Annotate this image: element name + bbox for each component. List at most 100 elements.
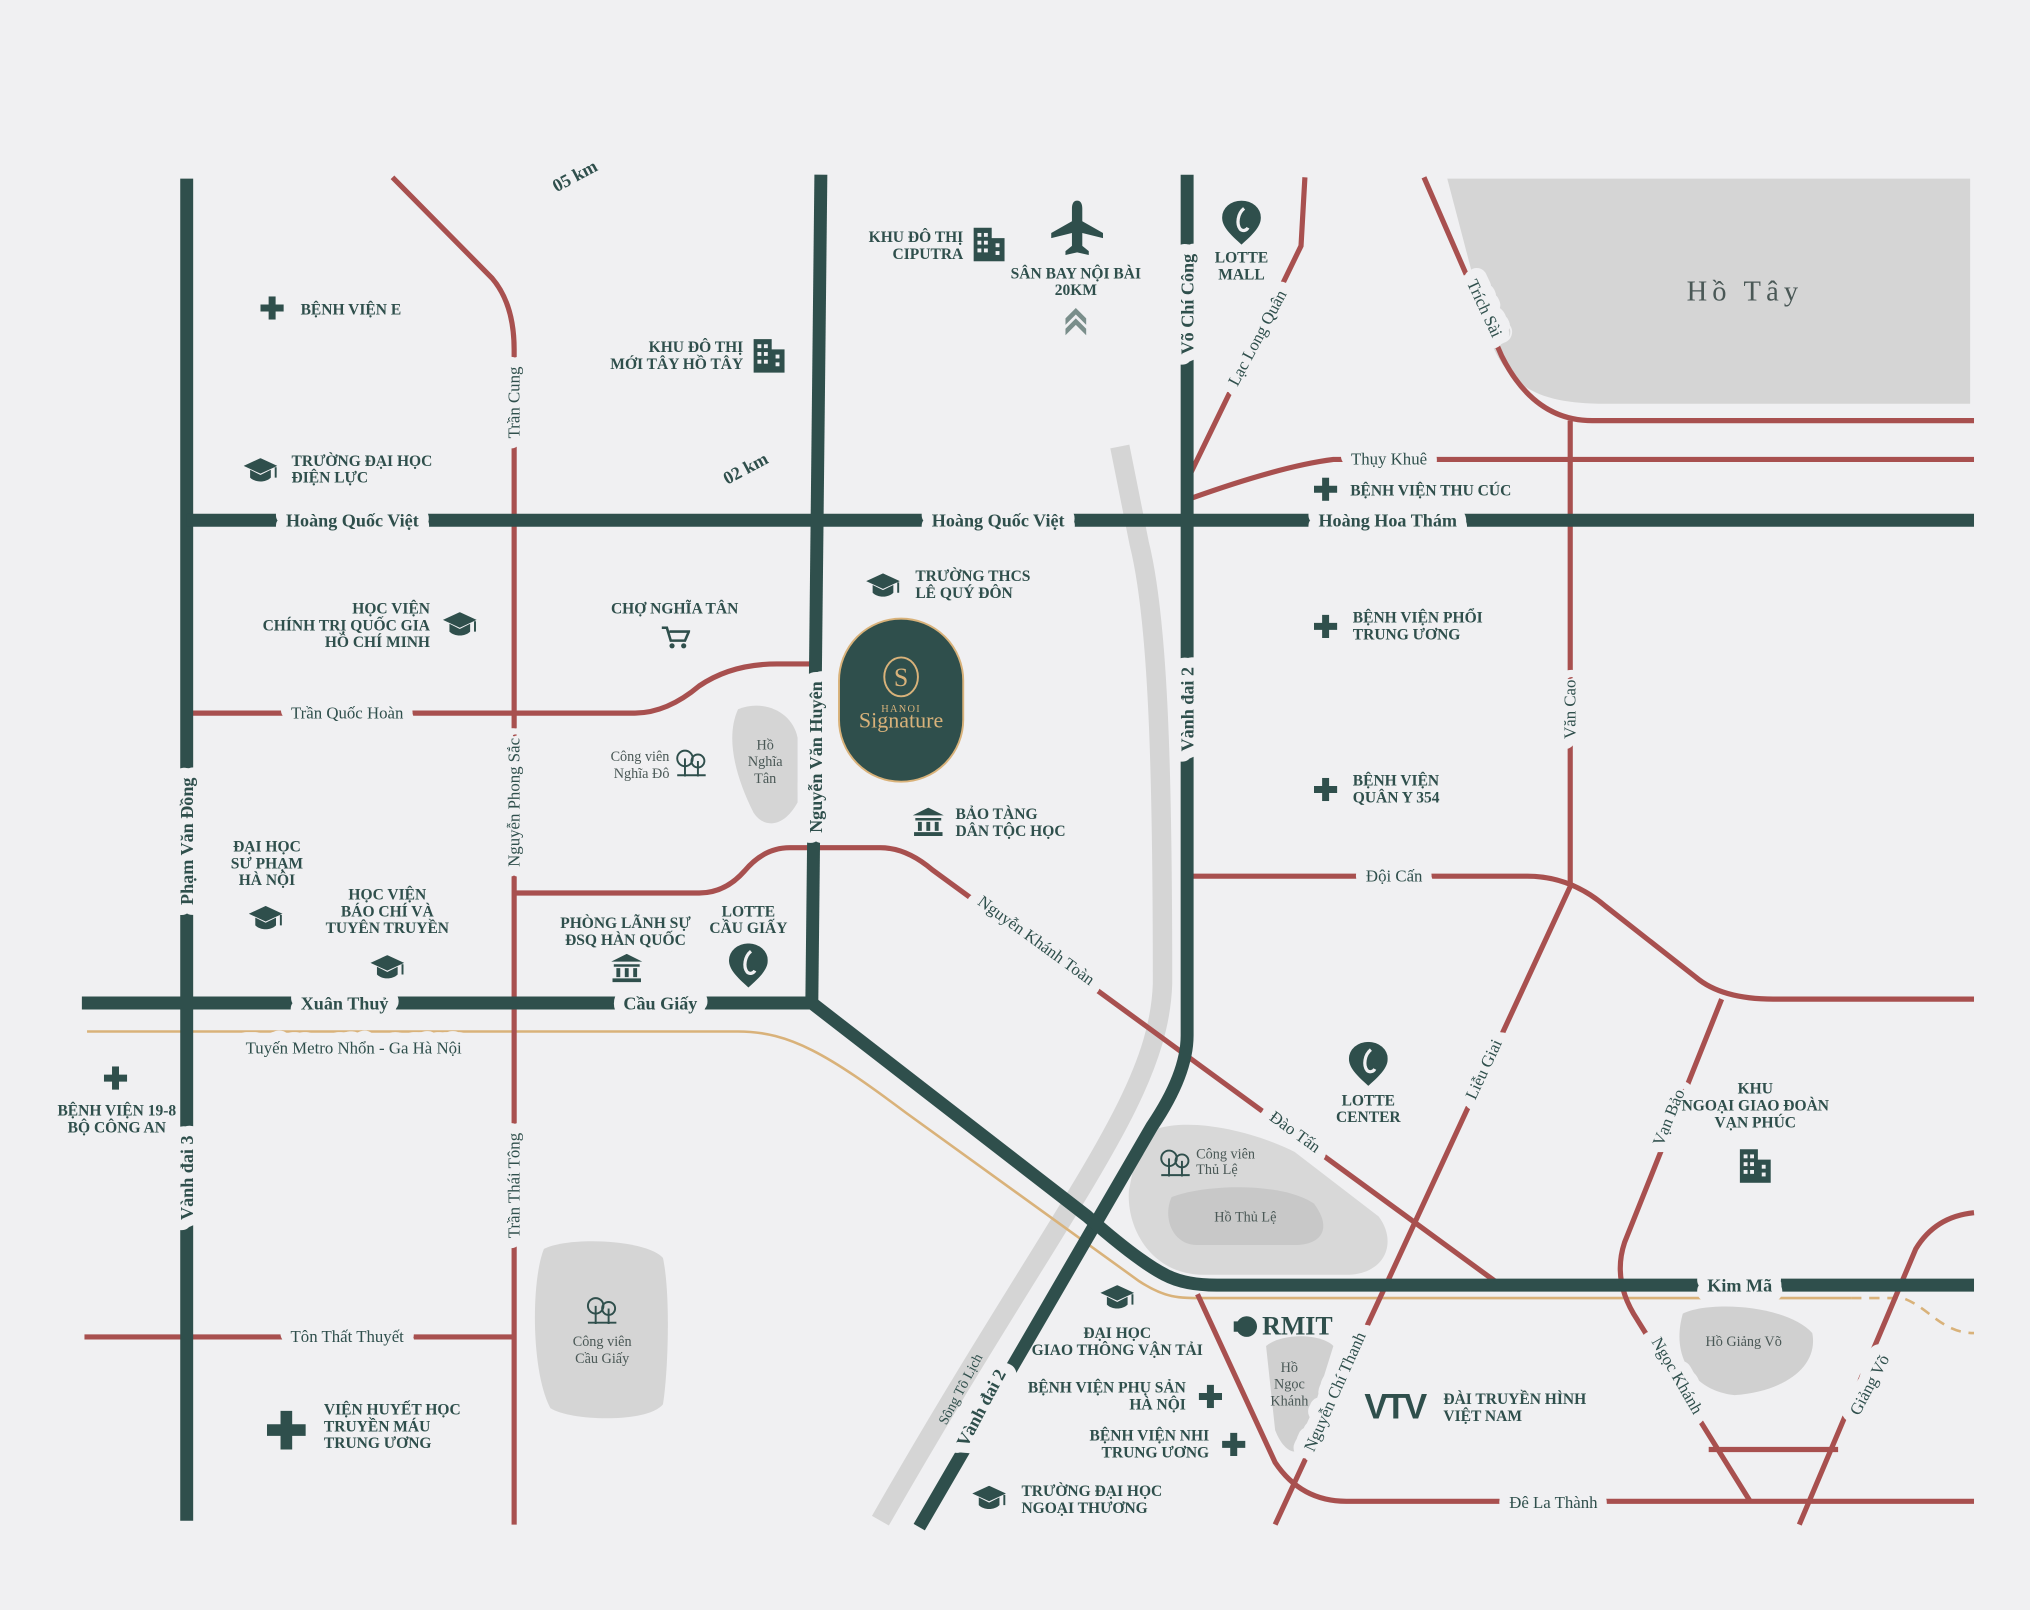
road-hoang-hoa-tham: Hoàng Hoa Thám: [1318, 511, 1457, 531]
project-logo-icon: S: [883, 656, 919, 698]
lake-ho-nghia-tan[interactable]: [732, 705, 798, 824]
project-brand-small: HANOI: [881, 704, 921, 715]
poi-lotte-cau-giay: LOTTE: [722, 903, 775, 920]
map-icons: [103, 200, 1771, 1510]
road-ton-that-thuyet: Tôn Thất Thuyết: [291, 1327, 405, 1346]
poi-lanh-su: PHÒNG LÃNH SỰ: [560, 914, 691, 932]
chevron-up-icon: [1065, 308, 1087, 336]
label-ho-ngoc-khanh: Hồ: [1281, 1360, 1298, 1376]
poi-phu-san: BỆNH VIỆN PHỤ SẢN: [1028, 1380, 1186, 1397]
project-marker-hanoi-signature[interactable]: S HANOI Signature: [838, 617, 965, 783]
road-van-cao: Văn Cao: [1560, 680, 1579, 739]
poi-van-phuc: KHU: [1738, 1081, 1773, 1098]
road-nguyen-van-huyen: Nguyễn Văn Huyên: [806, 681, 826, 833]
road-doi-can: Đội Cấn: [1366, 866, 1423, 885]
svg-text:BỆNH VIỆN 19-8BỘ CÔNG AN: BỆNH VIỆN 19-8BỘ CÔNG AN: [57, 1103, 176, 1137]
poi-hv-chinh-tri: HỌC VIỆN: [352, 600, 430, 617]
road-vanh-dai-2: Vành đai 2: [1178, 667, 1198, 752]
label-cv-thu-le: Công viên: [1196, 1146, 1255, 1162]
road-tran-quoc-hoan: Trần Quốc Hoàn: [291, 703, 404, 722]
road-de-la-thanh: Đê La Thành: [1509, 1493, 1598, 1512]
poi-rmit: RMIT: [1262, 1311, 1332, 1340]
lake-ho-giang-vo[interactable]: [1679, 1306, 1814, 1396]
park-cau-giay[interactable]: [534, 1241, 668, 1419]
poi-hv-bao-chi: HỌC VIỆN: [348, 886, 426, 903]
poi-bv-phoi: BỆNH VIỆN PHỔI: [1353, 609, 1483, 627]
poi-bv-354: BỆNH VIỆN: [1353, 773, 1439, 790]
road-pham-van-dong: Phạm Văn Đồng: [177, 778, 197, 905]
major-roads: [81, 174, 1975, 1531]
poi-ngoai-thuong: TRƯỜNG ĐẠI HỌC: [1021, 1483, 1162, 1500]
lake-ho-tay[interactable]: [1447, 178, 1971, 404]
road-xuan-thuy: Xuân Thuỷ: [301, 993, 389, 1013]
poi-dh-su-pham: ĐẠI HỌC: [233, 839, 301, 856]
poi-ciputra: KHU ĐÔ THỊ: [869, 229, 964, 246]
poi-lotte-mall: LOTTE: [1215, 250, 1268, 267]
lake-ho-ngoc-khanh[interactable]: [1266, 1336, 1334, 1452]
minor-roads: [84, 175, 1975, 1526]
poi-benh-vien-e: BỆNH VIỆN E: [301, 301, 402, 318]
river-to-lich: [871, 444, 1173, 1526]
poi-dh-dien-luc: TRƯỜNG ĐẠI HỌC: [292, 453, 433, 470]
poi-vtv: ĐÀI TRUYỀN HÌNH: [1443, 1391, 1586, 1408]
road-hoang-quoc-viet: Hoàng Quốc Việt: [286, 511, 419, 531]
lake-ho-thu-le[interactable]: [1168, 1187, 1324, 1246]
metro-line: [87, 1030, 1852, 1300]
label-cv-nghia-do: Công viên: [611, 749, 670, 765]
poi-dh-gtvt: ĐẠI HỌC: [1083, 1325, 1151, 1342]
vtv-logo: VTV: [1364, 1387, 1427, 1426]
label-cv-cau-giay: Công viên: [573, 1334, 632, 1350]
label-ho-thu-le: Hồ Thủ Lệ: [1214, 1210, 1276, 1226]
poi-nhi-tw: BỆNH VIỆN NHI: [1090, 1427, 1210, 1444]
poi-tay-ho-tay: KHU ĐÔ THỊ: [649, 339, 744, 356]
road-vo-chi-cong: Võ Chí Công: [1178, 254, 1198, 355]
poi-noi-bai: SÂN BAY NỘI BÀI: [1011, 265, 1141, 282]
label-ho-tay: Hồ Tây: [1687, 276, 1804, 307]
road-kim-ma: Kim Mã: [1707, 1276, 1772, 1296]
svg-text:BỆNH VIỆN E: BỆNH VIỆN E: [301, 301, 402, 318]
svg-text:S: S: [894, 663, 908, 692]
road-cau-giay: Cầu Giấy: [623, 993, 697, 1013]
road-tran-cung: Trần Cung: [504, 366, 523, 438]
road-tran-thai-tong: Trần Thái Tông: [504, 1132, 523, 1238]
label-ho-giang-vo: Hồ Giảng Võ: [1705, 1334, 1781, 1350]
poi-vien-huyet-hoc: VIỆN HUYẾT HỌC: [324, 1402, 461, 1419]
svg-text:CHỢ NGHĨA TÂN: CHỢ NGHĨA TÂN: [611, 599, 738, 617]
poi-thu-cuc: BỆNH VIỆN THU CÚC: [1350, 483, 1511, 500]
svg-text:RMIT: RMIT: [1262, 1311, 1332, 1340]
project-brand-large: Signature: [859, 707, 943, 732]
svg-text:BỆNH VIỆN THU CÚC: BỆNH VIỆN THU CÚC: [1350, 483, 1511, 500]
road-thuy-khue: Thụy Khuê: [1351, 450, 1427, 469]
poi-bao-tang: BẢO TÀNG: [955, 806, 1037, 823]
road-vanh-dai-3: Vành đai 3: [177, 1135, 197, 1220]
poi-le-quy-don: TRƯỜNG THCS: [915, 568, 1030, 585]
poi-lotte-center: LOTTE: [1342, 1092, 1395, 1109]
poi-bv-19-8: BỆNH VIỆN 19-8: [57, 1103, 176, 1120]
